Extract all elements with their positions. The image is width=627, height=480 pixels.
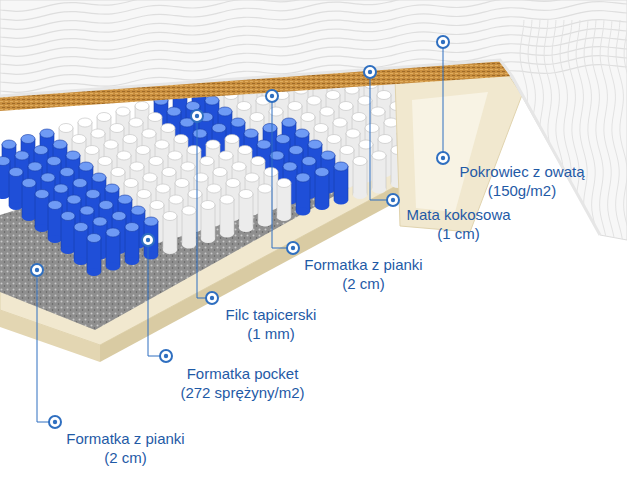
callout-dot [368,70,372,74]
callout-dot [164,354,168,358]
spring [163,212,177,255]
callout-dot [191,110,203,122]
quilt-stitch [0,65,627,111]
quilt-stitch [616,20,627,250]
callout-dot [210,296,214,300]
callout-dot [142,234,154,246]
spring [9,168,23,211]
spring [106,228,120,271]
leader-line [197,116,212,298]
spring [220,195,234,238]
leader-line [443,42,444,158]
spring [35,190,49,233]
callout-dot [266,90,278,102]
quilt-stitch [0,38,627,84]
callout-dot [441,40,445,44]
spring [74,223,88,266]
callout-dot [146,238,150,242]
spring [315,168,329,211]
spring [61,212,75,255]
callout-label: Filc tapicerski (1 mm) [221,305,321,343]
quilt-stitch [624,20,627,250]
spring [277,179,291,222]
spring [22,179,36,222]
quilt-stitch [0,47,627,93]
quilt-stitch [0,0,627,29]
spring [353,157,367,200]
callout-label: Formatka z pianki (2 cm) [62,429,189,467]
callout-dot [49,416,61,428]
callout-label: Mata kokosowa (1 cm) [402,205,515,243]
callout-dot [53,420,57,424]
callout-dot [31,264,43,276]
callout-dot [160,350,172,362]
leader-lines [31,36,449,428]
callout-dot [364,66,376,78]
spring [201,201,215,244]
callout-dot [195,114,199,118]
leader-line [148,240,166,356]
spring [48,201,62,244]
spring [182,206,196,249]
callout-label: Formatka z pianki (2 cm) [300,255,427,293]
leader-line [272,96,293,248]
callout-dot [437,152,449,164]
callout-dot [270,94,274,98]
callout-label: Formatka pocket (272 sprężyny/m2) [175,364,310,402]
callout-dot [437,36,449,48]
spring [0,157,10,200]
spring [334,162,348,205]
spring [372,151,386,194]
spring [258,184,272,227]
callout-dot [287,242,299,254]
callout-dot [35,268,39,272]
callout-dot [441,156,445,160]
callout-dot [391,198,395,202]
quilted-cover [0,0,627,250]
spring [239,190,253,233]
spring [296,173,310,216]
callout-label: Pokrowiec z owatą (150g/m2) [452,162,592,200]
leader-line [37,270,55,422]
callout-dot [387,194,399,206]
callout-dot [291,246,295,250]
callout-dot [206,292,218,304]
spring [87,234,101,277]
spring [125,223,139,266]
leader-line [370,72,393,200]
